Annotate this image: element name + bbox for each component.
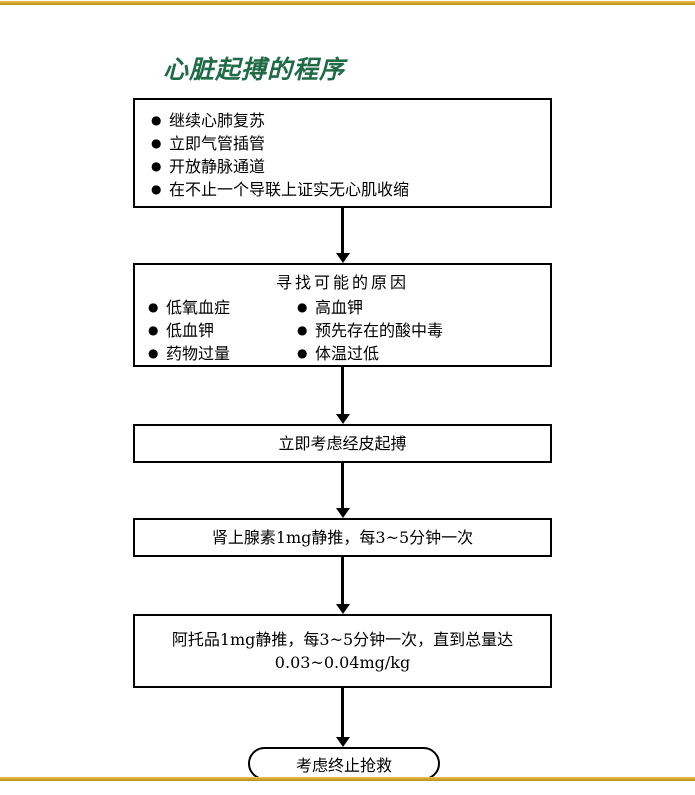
list-item: 预先存在的酸中毒 (297, 319, 443, 342)
top-gold-divider (0, 1, 695, 5)
list-item: 开放静脉通道 (151, 155, 550, 178)
list-item: 低氧血症 (148, 296, 230, 319)
list-item: 立即气管插管 (151, 132, 550, 155)
list-item: 低血钾 (148, 319, 230, 342)
node-text: 阿托品1mg静推，每3~5分钟一次，直到总量达 0.03~0.04mg/kg (171, 629, 514, 672)
list-item: 继续心肺复苏 (151, 109, 550, 132)
connector-arrow-2 (341, 367, 344, 415)
possible-causes-heading: 寻找可能的原因 (275, 273, 409, 292)
connector-arrow-4 (341, 557, 344, 605)
list-item: 体温过低 (297, 342, 443, 365)
possible-causes-right-column: 高血钾 预先存在的酸中毒 体温过低 (297, 296, 443, 365)
flow-node-initial-actions: 继续心肺复苏 立即气管插管 开放静脉通道 在不止一个导联上证实无心肌收缩 (133, 98, 552, 208)
initial-actions-list: 继续心肺复苏 立即气管插管 开放静脉通道 在不止一个导联上证实无心肌收缩 (135, 100, 550, 201)
possible-causes-columns: 低氧血症 低血钾 药物过量 高血钾 预先存在的酸中毒 体温过低 (135, 296, 550, 370)
flow-node-possible-causes: 寻找可能的原因 低氧血症 低血钾 药物过量 高血钾 预先存在的酸中毒 体温过低 (133, 263, 552, 367)
connector-arrow-5 (341, 688, 344, 738)
node-text: 考虑终止抢救 (295, 755, 392, 775)
list-item: 药物过量 (148, 342, 230, 365)
connector-arrow-3 (341, 463, 344, 509)
connector-arrow-1 (341, 208, 344, 254)
list-item: 高血钾 (297, 296, 443, 319)
bottom-gold-divider (0, 777, 695, 781)
flow-node-atropine: 阿托品1mg静推，每3~5分钟一次，直到总量达 0.03~0.04mg/kg (133, 614, 552, 688)
list-item: 在不止一个导联上证实无心肌收缩 (151, 178, 550, 201)
page-title: 心脏起搏的程序 (163, 55, 346, 84)
flow-node-terminate-resuscitation: 考虑终止抢救 (248, 747, 440, 780)
node-text: 立即考虑经皮起搏 (278, 433, 407, 453)
flow-node-transcutaneous-pacing: 立即考虑经皮起搏 (133, 424, 552, 463)
flow-node-epinephrine: 肾上腺素1mg静推，每3~5分钟一次 (133, 518, 552, 557)
node-text: 肾上腺素1mg静推，每3~5分钟一次 (211, 527, 474, 547)
possible-causes-left-column: 低氧血症 低血钾 药物过量 (148, 296, 230, 365)
